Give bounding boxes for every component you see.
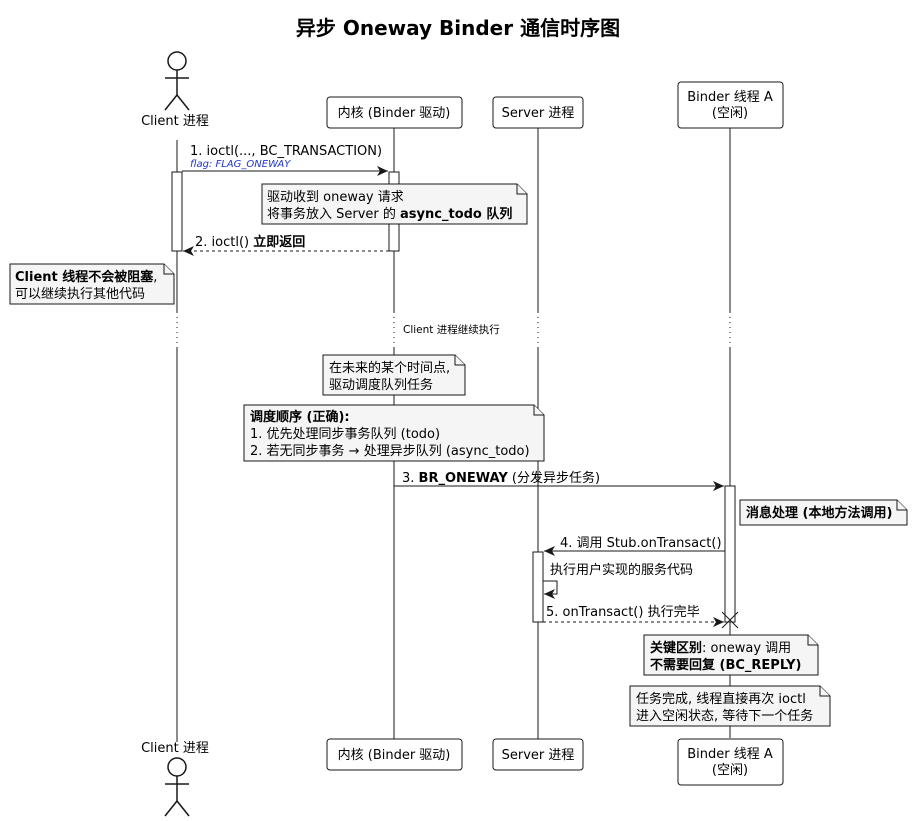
note-2-line2: 可以继续执行其他代码 [15,287,145,302]
note-schedule-order: 调度顺序 (正确): 1. 优先处理同步事务队列 (todo) 2. 若无同步事… [243,404,545,462]
server-activation [532,551,544,623]
self-call-label: 执行用户实现的服务代码 [550,562,693,578]
self-call: 执行用户实现的服务代码 [543,562,693,599]
kernel-bottom-label: 内核 (Binder 驱动) [338,747,451,763]
actor-client-top: Client 进程 [141,51,209,129]
actor-client-bottom: Client 进程 [141,741,209,817]
client-activation [171,171,183,252]
note-message-processing: 消息处理 (本地方法调用) [739,499,908,526]
note-client-not-blocked: Client 线程不会被阻塞, 可以继续执行其他代码 [9,263,175,305]
note-3-line1: 在未来的某个时间点, [329,360,450,376]
message-4: 4. 调用 Stub.onTransact() [544,536,725,556]
participant-server-bottom: Server 进程 [492,738,584,771]
note-7-line2: 进入空闲状态, 等待下一个任务 [636,708,813,724]
message-1-label: 1. ioctl(..., BC_TRANSACTION) [190,144,382,159]
participant-kernel-top: 内核 (Binder 驱动) [326,96,463,129]
note-7-line1: 任务完成, 线程直接再次 ioctl [636,691,806,707]
message-1-flag: flag: FLAG_ONEWAY [190,159,291,170]
message-3-label: 3. BR_ONEWAY (分发异步任务) [402,470,600,486]
note-3-line2: 驱动调度队列任务 [329,377,433,393]
divider-label: Client 进程继续执行 [403,323,500,336]
message-2: 2. ioctl() 立即返回 [183,234,389,256]
note-4-line1: 1. 优先处理同步事务队列 (todo) [250,426,440,442]
note-5-text: 消息处理 (本地方法调用) [746,505,892,521]
note-key-difference: 关键区别: oneway 调用 不需要回复 (BC_REPLY) [643,634,819,676]
note-future-schedule: 在未来的某个时间点, 驱动调度队列任务 [322,354,466,396]
message-5: 5. onTransact() 执行完毕 [543,605,739,629]
note-kernel-receive: 驱动收到 oneway 请求 将事务放入 Server 的 async_todo… [261,183,528,225]
server-top-label: Server 进程 [502,106,575,121]
note-1-line1: 驱动收到 oneway 请求 [267,190,404,205]
diagram-title: 异步 Oneway Binder 通信时序图 [296,16,620,40]
note-6-line1: 关键区别: oneway 调用 [650,640,791,656]
thread-top-label-line2: (空闲) [712,106,748,121]
thread-bottom-label-line1: Binder 线程 A [687,747,773,762]
message-2-label: 2. ioctl() 立即返回 [195,234,305,250]
note-task-complete: 任务完成, 线程直接再次 ioctl 进入空闲状态, 等待下一个任务 [629,685,831,727]
thread-top-label-line1: Binder 线程 A [687,90,773,105]
server-bottom-label: Server 进程 [502,748,575,763]
message-1: 1. ioctl(..., BC_TRANSACTION) flag: FLAG… [182,144,388,176]
message-5-label: 5. onTransact() 执行完毕 [546,605,700,620]
participant-thread-bottom: Binder 线程 A (空闲) [677,738,784,786]
message-3: 3. BR_ONEWAY (分发异步任务) [394,470,724,491]
note-6-line2: 不需要回复 (BC_REPLY) [650,657,801,673]
participant-thread-top: Binder 线程 A (空闲) [677,81,784,129]
client-top-label: Client 进程 [141,114,209,129]
note-4-title: 调度顺序 (正确): [250,409,350,425]
message-4-label: 4. 调用 Stub.onTransact() [560,536,722,551]
thread-bottom-label-line2: (空闲) [712,763,748,778]
participant-server-top: Server 进程 [492,96,584,129]
kernel-top-label: 内核 (Binder 驱动) [338,105,451,121]
note-4-line2: 2. 若无同步事务 → 处理异步队列 (async_todo) [250,443,530,459]
thread-activation [724,485,736,623]
note-2-line1: Client 线程不会被阻塞, [15,269,157,285]
client-bottom-label: Client 进程 [141,741,209,756]
participant-kernel-bottom: 内核 (Binder 驱动) [326,738,463,771]
note-1-line2: 将事务放入 Server 的 async_todo 队列 [267,206,512,222]
